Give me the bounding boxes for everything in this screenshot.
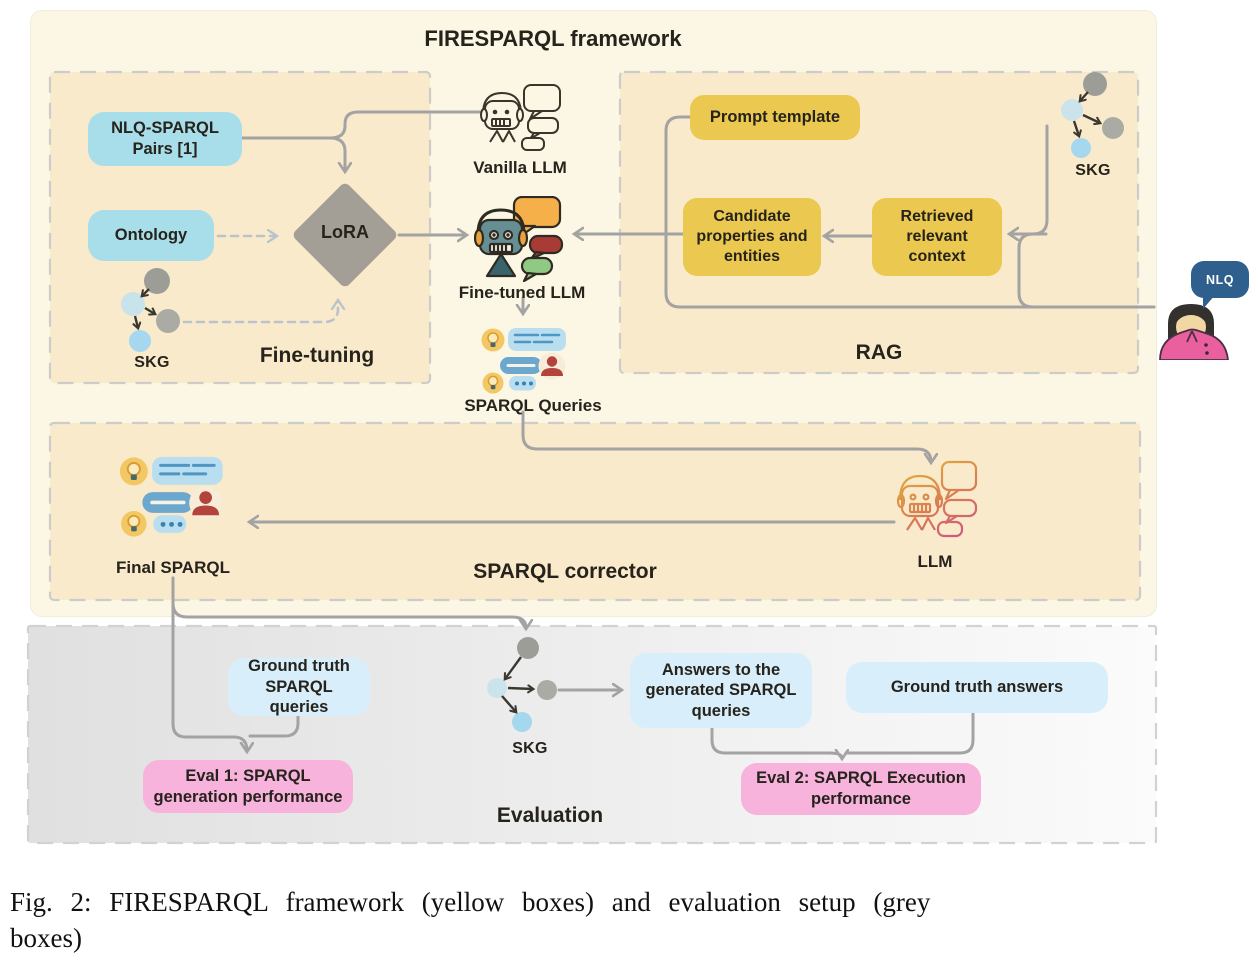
nlq-speech-bubble: NLQ <box>1191 261 1249 298</box>
nlq-speech-bubble-tail <box>1203 295 1215 309</box>
edge-finalsparql-to-eval1 <box>171 576 247 751</box>
skg-label-evaluation: SKG <box>512 740 548 757</box>
edge-queries-to-llm <box>521 410 931 462</box>
sparql-corrector-box <box>48 421 1142 602</box>
vanilla-llm-label: Vanilla LLM <box>473 158 567 177</box>
edge-prompt-nlq-rail <box>664 115 1156 309</box>
sparql-corrector-section-label: SPARQL corrector <box>473 560 657 583</box>
nlq-sparql-pairs-node: NLQ-SPARQL Pairs [1] <box>88 112 242 166</box>
fine-tuned-llm-label: Fine-tuned LLM <box>458 283 586 302</box>
edge-gtqueries-to-eval1 <box>248 714 300 738</box>
candidate-properties-node: Candidate properties and entities <box>683 198 821 276</box>
corrector-llm-robot-icon <box>896 460 978 538</box>
sparql-queries-label: SPARQL Queries <box>464 396 602 415</box>
fine-tuned-llm-robot-icon <box>474 196 564 282</box>
framework-title: FIRESPARQL framework <box>424 26 682 51</box>
rag-section-label: RAG <box>855 341 903 364</box>
edge-skg-to-lora <box>182 301 338 324</box>
skg-label-fine-tuning: SKG <box>134 354 170 371</box>
fine-tuning-section-label: Fine-tuning <box>259 344 375 367</box>
lora-label: LoRA <box>321 222 369 242</box>
sparql-queries-icon <box>481 328 566 394</box>
final-sparql-label: Final SPARQL <box>116 558 230 577</box>
figure-caption: Fig. 2: FIRESPARQL framework (yellow box… <box>10 884 1258 957</box>
corrector-llm-label: LLM <box>917 552 953 571</box>
eval2-node: Eval 2: SAPRQL Execution performance <box>741 763 981 815</box>
ground-truth-queries-node: Ground truth SPARQL queries <box>228 657 370 716</box>
edge-answers-to-eval2 <box>710 725 842 758</box>
vanilla-llm-robot-icon <box>480 84 561 151</box>
skg-graph-icon <box>121 268 180 352</box>
edge-nlq-branch <box>1017 232 1156 309</box>
edge-pairs-to-lora <box>328 136 345 171</box>
skg-label-rag: SKG <box>1075 162 1111 179</box>
skg-graph-icon <box>487 637 557 732</box>
evaluation-section-label: Evaluation <box>496 804 604 827</box>
ground-truth-answers-node: Ground truth answers <box>846 662 1108 713</box>
answers-generated-node: Answers to the generated SPARQL queries <box>630 653 812 728</box>
edge-pairs-to-vanilla <box>328 110 486 140</box>
retrieved-context-node: Retrieved relevant context <box>872 198 1002 276</box>
user-person-icon <box>1159 304 1229 360</box>
caption-line-1: Fig. 2: FIRESPARQL framework (yellow box… <box>10 887 931 917</box>
prompt-template-node: Prompt template <box>690 95 860 140</box>
caption-line-2: boxes) <box>10 923 82 954</box>
eval1-node: Eval 1: SPARQL generation performance <box>143 760 353 813</box>
ontology-node: Ontology <box>88 210 214 261</box>
skg-graph-icon <box>1061 72 1124 158</box>
final-sparql-icon <box>119 456 223 537</box>
edge-gtanswers-to-eval2 <box>844 711 975 755</box>
